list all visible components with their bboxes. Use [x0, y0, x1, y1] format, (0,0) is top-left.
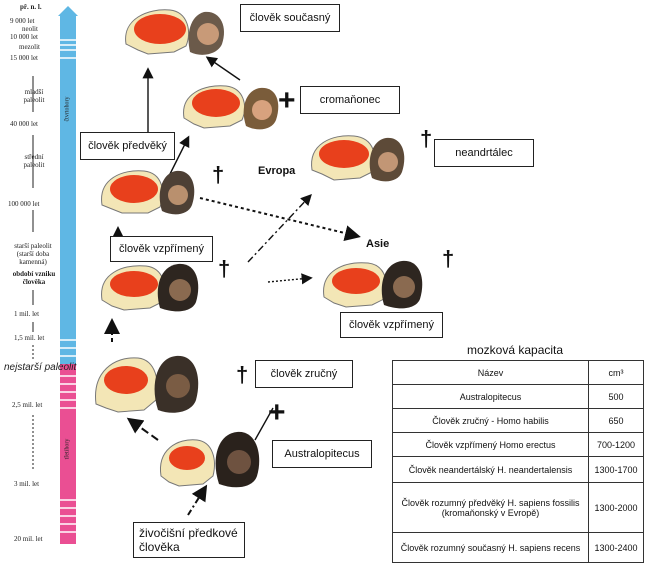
hominid-neandrtalec	[311, 135, 405, 182]
time-20mil: 20 mil. let	[14, 535, 43, 543]
extinct-mark-neandrtalec: †	[420, 126, 433, 151]
period-mezolit: mezolit	[19, 43, 40, 51]
time-1mil: 1 mil. let	[14, 310, 40, 318]
hominid-predveky	[101, 170, 195, 215]
table-row: Člověk zručný - Homo habilis 650	[392, 408, 644, 433]
hominid-soucasny	[125, 9, 224, 55]
region-asie: Asie	[366, 238, 390, 250]
label-soucasny: člověk současný	[240, 4, 340, 32]
row-value: 650	[588, 408, 644, 433]
arrow-to-asie	[199, 197, 361, 241]
time-100000: 100 000 let	[8, 200, 40, 208]
time-40000: 40 000 let	[10, 120, 38, 128]
label-vzprimeny-asie: člověk vzpřímený	[340, 312, 443, 338]
label-predveky: člověk předvěký	[80, 132, 175, 160]
period-mladsi: mladší paleolit	[23, 88, 45, 104]
row-value: 500	[588, 384, 644, 409]
label-vzprimeny: člověk vzpřímený	[110, 236, 213, 262]
period-stredni: střední paleolit	[23, 153, 45, 169]
time-10000: 10 000 let	[10, 33, 38, 41]
line-australopitecus-label	[254, 407, 274, 441]
table-title: mozková kapacita	[467, 343, 564, 357]
table-row: Australopitecus 500	[392, 384, 644, 409]
extinct-mark-asie: †	[442, 246, 455, 271]
period-neolit: neolit	[22, 25, 38, 33]
label-australopitecus: Australopitecus	[272, 440, 372, 468]
hominid-zrucny	[95, 355, 199, 413]
hominid-vzprimeny-asie	[323, 260, 423, 309]
label-predci: živočišní předkové člověka	[133, 522, 245, 558]
arrow-to-zrucny	[126, 417, 159, 441]
arrow-to-cromanonec	[167, 135, 190, 179]
brain-capacity-table: Název cm³ Australopitecus 500 Člověk zru…	[392, 360, 644, 563]
table-row: Člověk neandertálský H. neandertalensis …	[392, 456, 644, 483]
timeline-bar	[32, 6, 78, 544]
row-name: Člověk rozumný předvěký H. sapiens fossi…	[392, 482, 589, 533]
arrow-cromanonec-soucasny	[205, 56, 241, 81]
cross-cromanonec: +	[278, 84, 296, 117]
extinct-mark-vzprimeny: †	[218, 256, 231, 281]
row-name: Člověk rozumný současný H. sapiens recen…	[392, 532, 589, 563]
era-bc: př. n. l.	[20, 3, 42, 11]
extinct-mark-zrucny: †	[236, 362, 249, 387]
table-header-row: Název cm³	[392, 360, 644, 385]
arrow-predci-australopitecus	[187, 484, 208, 516]
time-15mil: 1,5 mil. let	[14, 334, 45, 342]
period-vzniku: období vzniku člověka	[12, 270, 56, 286]
arrow-to-vzprimeny-asie	[267, 273, 313, 285]
arrow-to-neandrtalec	[247, 193, 312, 263]
hominid-vzprimeny	[101, 263, 199, 312]
row-value: 1300-2000	[588, 482, 644, 533]
table-row: Člověk rozumný současný H. sapiens recen…	[392, 532, 644, 563]
time-25mil: 2,5 mil. let	[12, 401, 43, 409]
tertiary-bar	[60, 364, 76, 544]
extinct-mark-predveky: †	[212, 162, 225, 187]
hominid-australopitecus	[160, 431, 260, 488]
table-header-unit: cm³	[588, 360, 644, 385]
quaternary-bar	[60, 14, 76, 364]
table-row: Člověk vzpřímený Homo erectus 700-1200	[392, 432, 644, 457]
row-name: Člověk vzpřímený Homo erectus	[392, 432, 589, 457]
row-name: Člověk neandertálský H. neandertalensis	[392, 456, 589, 483]
row-name: Australopitecus	[392, 384, 589, 409]
label-neandrtalec: neandrtálec	[434, 139, 534, 167]
row-value: 700-1200	[588, 432, 644, 457]
label-zrucny: člověk zručný	[255, 360, 353, 388]
table-header-name: Název	[392, 360, 589, 385]
table-row: Člověk rozumný předvěký H. sapiens fossi…	[392, 482, 644, 533]
row-value: 1300-1700	[588, 456, 644, 483]
period-starsi: starší paleolit (starší doba kamenná)	[14, 242, 52, 266]
period-nejstarsi: nejstarší paleolit	[4, 362, 77, 373]
region-evropa: Evropa	[258, 165, 296, 177]
row-value: 1300-2400	[588, 532, 644, 563]
cross-australopitecus: +	[268, 396, 286, 429]
time-9000: 9 000 let	[10, 17, 35, 25]
label-cromanonec: cromaňonec	[300, 86, 400, 114]
hominid-cromanonec	[183, 85, 279, 130]
time-3mil: 3 mil. let	[14, 480, 40, 488]
row-name: Člověk zručný - Homo habilis	[392, 408, 589, 433]
time-15000: 15 000 let	[10, 54, 38, 62]
